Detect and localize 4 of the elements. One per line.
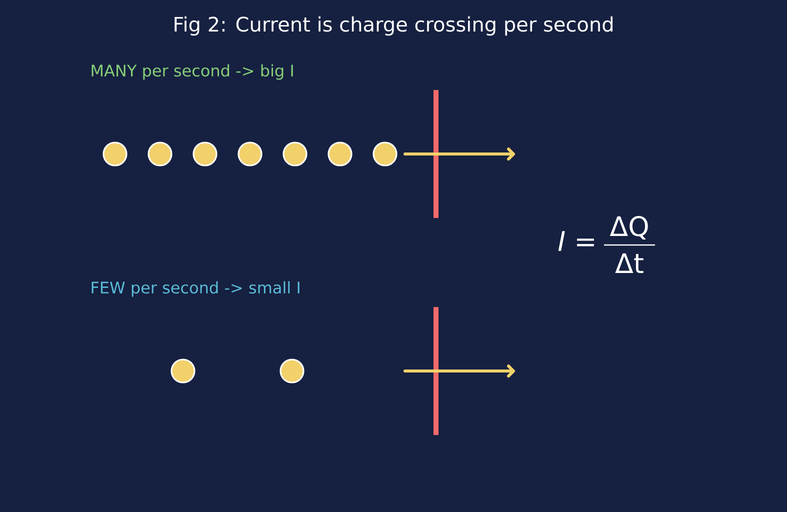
formula: I = ΔQ Δt — [558, 216, 655, 273]
row-label: MANY per second -> big I — [92, 64, 293, 80]
row-label: FEW per second -> small I — [92, 281, 300, 297]
title: Fig 2: Current is charge crossing per second — [174, 16, 613, 36]
